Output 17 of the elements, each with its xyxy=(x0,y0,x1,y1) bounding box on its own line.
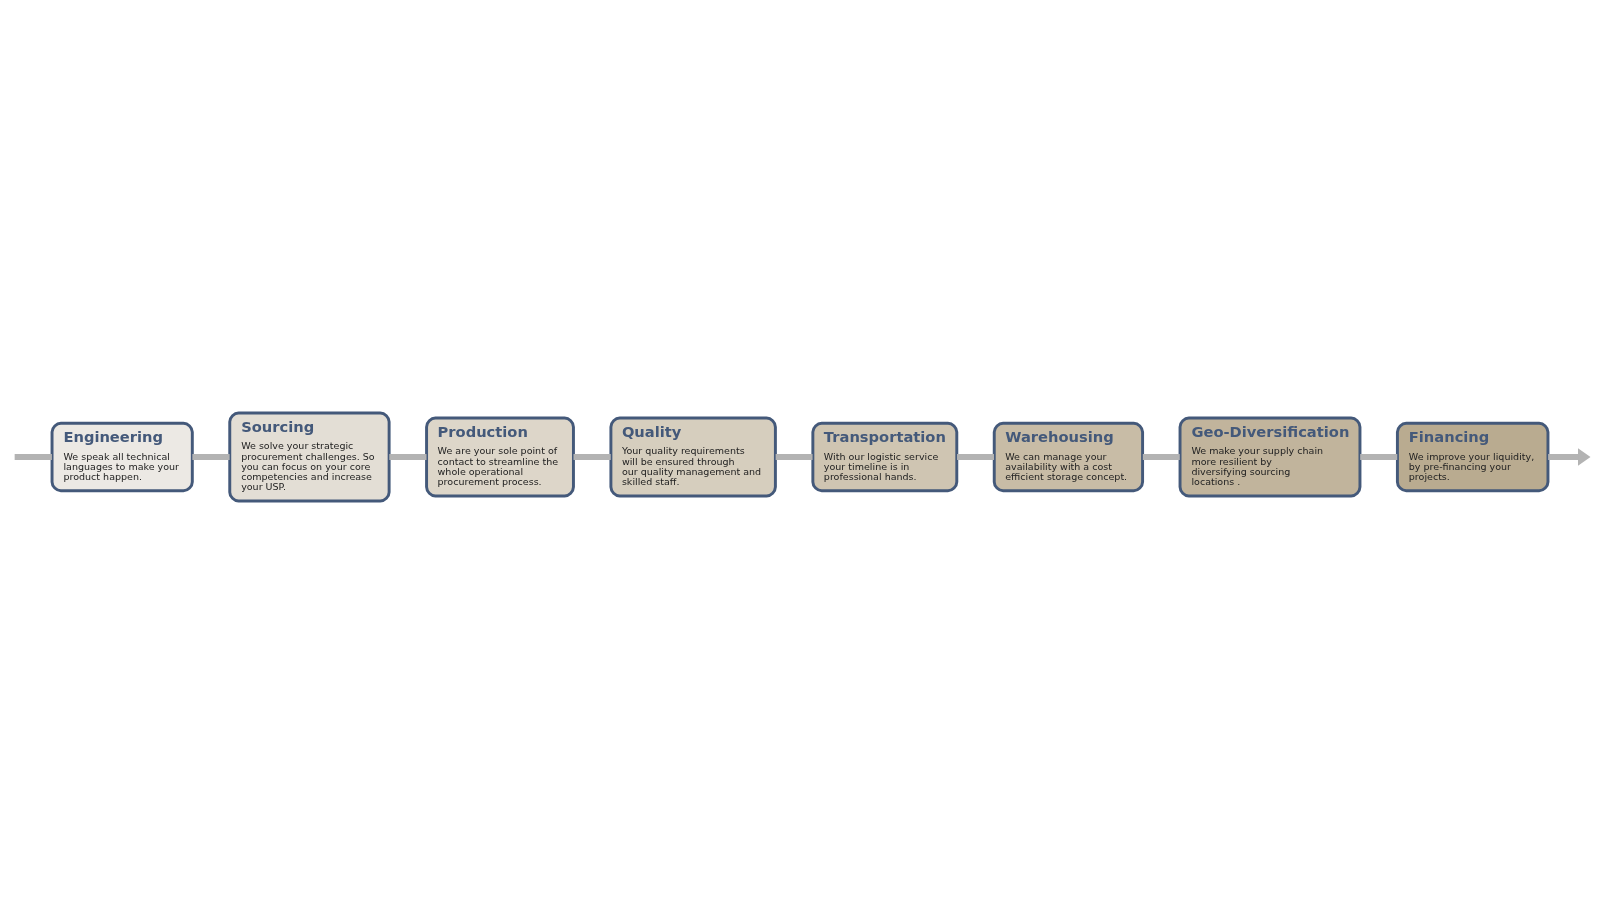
node-box: Geo-Diversification We make your supply chain more resilient by diversifying sourcing locations . xyxy=(1178,416,1362,498)
connector xyxy=(573,454,611,460)
node-box: Engineering We speak all technical languages to make your product happen. xyxy=(50,421,194,493)
arrow xyxy=(1548,448,1591,466)
node-box: Warehousing We can manage your availability with a cost efficient storage concept. xyxy=(992,421,1145,493)
node-box: Sourcing We solve your strategic procurement challenges. So you can focus on your core competencies and increase your USP. xyxy=(228,411,391,503)
connector xyxy=(389,454,427,460)
connector xyxy=(1142,454,1180,460)
node-box: Financing We improve your liquidity, by pre-financing your projects. xyxy=(1395,421,1550,493)
connector xyxy=(1360,454,1398,460)
connector xyxy=(192,454,230,460)
node-box: Transportation With our logistic service your timeline is in professional hands. xyxy=(811,421,959,493)
node-box: Quality Your quality requirements will be ensured through our quality management and skilled staff. xyxy=(609,416,777,498)
connector xyxy=(957,454,995,460)
connector xyxy=(14,454,52,460)
connector xyxy=(775,454,813,460)
node-box: Production We are your sole point of contact to streamline the whole operational procurement process. xyxy=(425,416,575,498)
